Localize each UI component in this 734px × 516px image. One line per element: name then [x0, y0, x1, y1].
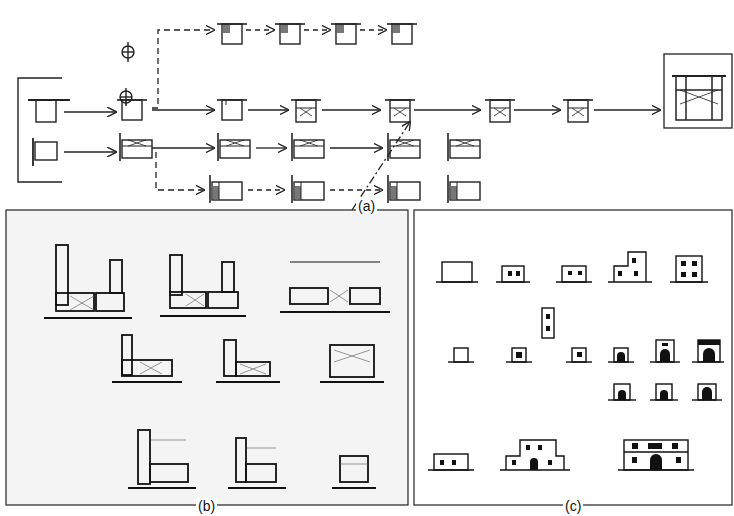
panel-label: (b): [196, 498, 217, 514]
panel-label: (a): [356, 198, 377, 214]
panel-label: (c): [563, 498, 583, 514]
panel-a: [18, 42, 134, 182]
panel-b: [6, 210, 408, 505]
plan-types: [44, 245, 390, 488]
panel-c: [414, 210, 732, 505]
facade-types: [428, 252, 724, 470]
